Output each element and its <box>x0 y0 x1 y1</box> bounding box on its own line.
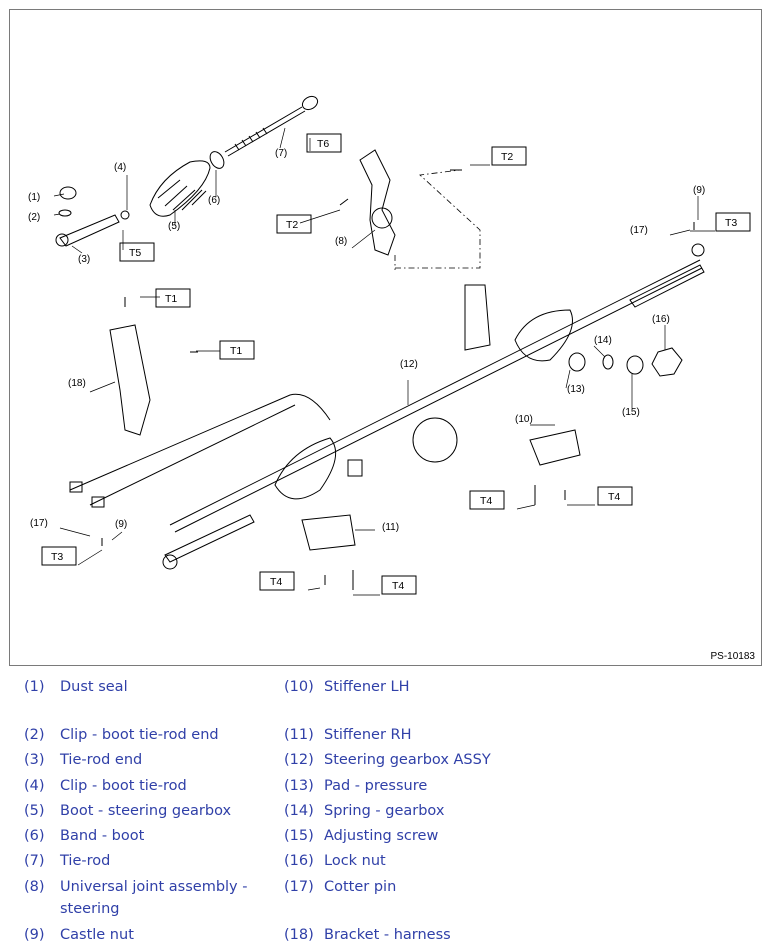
callout-4: (4) <box>114 162 126 173</box>
callout-16: (16) <box>652 314 670 325</box>
tag-t4-a: T4 <box>469 490 505 510</box>
harness-shape <box>69 393 331 506</box>
torque-tags: T6 T2 T2 T5 T3 T1 T1 T4 T4 T3 T4 T4 <box>41 133 751 595</box>
svg-text:T2: T2 <box>286 219 298 231</box>
callout-12: (12) <box>400 359 418 370</box>
svg-text:T5: T5 <box>129 247 141 259</box>
exploded-diagram: (1) (2) (3) (4) (5) (6) (7) (8) (9) (9) … <box>9 9 762 666</box>
callout-9-left: (9) <box>115 519 127 530</box>
clip-boot-tie-rod-shape <box>120 210 130 220</box>
bracket-harness-shape <box>109 324 151 436</box>
tag-t1-top: T1 <box>155 288 191 308</box>
svg-text:T2: T2 <box>501 151 513 163</box>
tag-t4-d: T4 <box>381 575 417 595</box>
steering-gearbox <box>69 243 705 570</box>
callout-2: (2) <box>28 212 40 223</box>
pad-block <box>347 459 363 477</box>
tie-rod-upper-assembly <box>55 95 319 247</box>
tag-t4-b: T4 <box>597 486 633 506</box>
band-boot-shape <box>209 151 225 169</box>
leader-lines <box>53 127 715 596</box>
boot-left-shape <box>274 437 337 500</box>
callout-3: (3) <box>78 254 90 265</box>
callout-10: (10) <box>515 414 533 425</box>
rack-housing <box>169 259 703 533</box>
diagram-svg: (1) (2) (3) (4) (5) (6) (7) (8) (9) (9) … <box>28 95 751 596</box>
tag-t6: T6 <box>306 133 342 153</box>
callout-6: (6) <box>208 195 220 206</box>
spring-gearbox-shape <box>602 354 614 370</box>
stiffener-lh-shape <box>529 429 581 466</box>
clip-boot-tie-rod-end-shape <box>58 209 72 217</box>
connector-b <box>91 496 105 508</box>
callout-11: (11) <box>382 522 399 533</box>
universal-joint-yoke <box>371 207 393 229</box>
tag-t3-right: T3 <box>715 212 751 232</box>
universal-joint-shape <box>359 149 396 256</box>
bolts <box>101 222 695 590</box>
tag-t3-left: T3 <box>41 546 77 566</box>
svg-text:T4: T4 <box>608 491 620 503</box>
tie-rod-end-right <box>629 264 705 308</box>
svg-text:T4: T4 <box>270 576 282 588</box>
dust-seal-shape <box>59 186 77 200</box>
tag-t1-mid: T1 <box>219 340 255 360</box>
bolt-shapes <box>101 222 695 590</box>
callout-17-left: (17) <box>30 518 48 529</box>
callout-1: (1) <box>28 192 40 203</box>
tag-t5: T5 <box>119 242 155 262</box>
callout-17-right: (17) <box>630 225 648 236</box>
svg-text:T3: T3 <box>725 217 737 229</box>
motor-unit-shape <box>412 417 458 463</box>
svg-text:T4: T4 <box>480 495 492 507</box>
boot-folds <box>157 179 207 211</box>
callout-labels: (1) (2) (3) (4) (5) (6) (7) (8) (9) (9) … <box>28 148 705 533</box>
connector-a <box>69 481 83 493</box>
callout-18: (18) <box>68 378 86 389</box>
tie-rod-end-left <box>164 514 255 563</box>
tie-rod-end-ball <box>55 233 69 247</box>
lock-nut-shape <box>651 347 683 377</box>
callout-15: (15) <box>622 407 640 418</box>
leaders <box>53 127 715 596</box>
tie-rod-end-shape <box>59 214 120 247</box>
boot-right-shape <box>514 309 573 362</box>
svg-text:T3: T3 <box>51 551 63 563</box>
tag-t2-left: T2 <box>276 214 312 234</box>
callout-5: (5) <box>168 221 180 232</box>
ujoint-bolts <box>339 169 462 206</box>
callout-13: (13) <box>567 384 585 395</box>
pad-pressure-shape <box>568 352 586 372</box>
inner-ball-joint <box>301 95 319 111</box>
svg-text:T6: T6 <box>317 138 329 150</box>
ujoint-guide-line <box>394 169 481 270</box>
adjusting-parts <box>568 347 683 377</box>
svg-text:T1: T1 <box>165 293 177 305</box>
callout-14: (14) <box>594 335 612 346</box>
boot-shape <box>149 160 211 217</box>
pinion-housing <box>464 284 491 351</box>
tie-rod-thread <box>234 127 268 151</box>
adjusting-screw-shape <box>626 355 644 375</box>
universal-joint-assembly <box>339 149 481 270</box>
tie-rod-end-left-ball <box>162 554 178 570</box>
tag-t2-top: T2 <box>491 146 527 166</box>
callout-7: (7) <box>275 148 287 159</box>
figure-id: PS-10183 <box>710 651 755 662</box>
tie-rod-end-right-ball <box>691 243 705 257</box>
svg-text:T1: T1 <box>230 345 242 357</box>
callout-8: (8) <box>335 236 347 247</box>
callout-9-right: (9) <box>693 185 705 196</box>
svg-text:T4: T4 <box>392 580 404 592</box>
stiffener-rh-shape <box>301 514 356 551</box>
stiffeners <box>109 324 581 551</box>
tag-t4-c: T4 <box>259 571 295 591</box>
